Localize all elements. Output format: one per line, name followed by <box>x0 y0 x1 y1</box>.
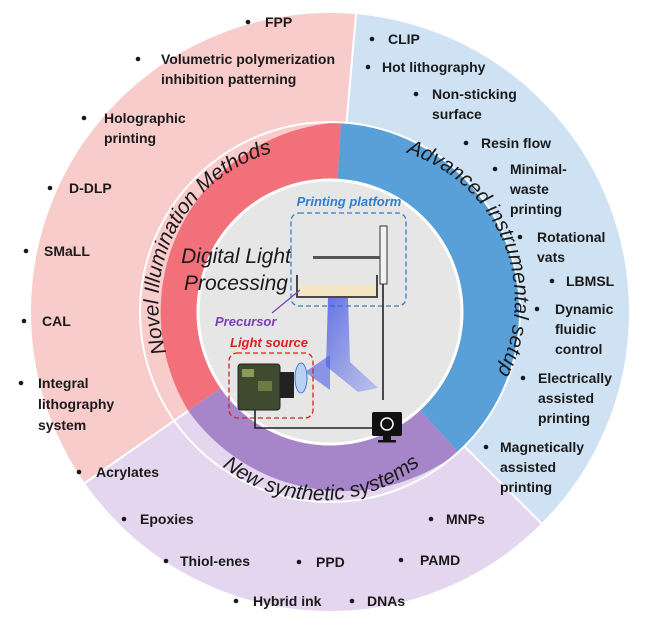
center-title-line1: Digital Light <box>181 245 292 268</box>
list-item: Holographic <box>104 110 186 126</box>
list-item: Hybrid ink <box>253 593 322 609</box>
list-item: inhibition patterning <box>161 71 296 87</box>
list-item: lithography <box>38 396 114 412</box>
center-title-line2: Processing <box>184 272 288 295</box>
list-item: fluidic <box>555 321 596 337</box>
list-item: Epoxies <box>140 511 194 527</box>
list-item: CLIP <box>388 31 420 47</box>
list-item: Thiol-enes <box>180 553 250 569</box>
list-item: MNPs <box>446 511 485 527</box>
list-item: Dynamic <box>555 301 614 317</box>
list-item: Hot lithography <box>382 59 486 75</box>
projector-icon <box>237 362 308 411</box>
printing-platform-box <box>290 212 407 307</box>
list-item: Volumetric polymerization <box>161 51 335 67</box>
light-beam <box>326 298 378 392</box>
list-item: surface <box>432 106 482 122</box>
control-wiring <box>254 284 384 429</box>
list-item: Electrically <box>538 370 612 386</box>
precursor-label: Precursor <box>215 314 277 329</box>
list-item: printing <box>500 479 552 495</box>
list-item: LBMSL <box>566 273 615 289</box>
list-item: printing <box>104 130 156 146</box>
list-item: printing <box>538 410 590 426</box>
list-item: PAMD <box>420 552 460 568</box>
list-item: SMaLL <box>44 243 90 259</box>
list-item: assisted <box>538 390 594 406</box>
computer-monitor-icon <box>372 412 402 443</box>
list-item: Acrylates <box>96 464 159 480</box>
list-item: Rotational <box>537 229 605 245</box>
list-item: waste <box>509 181 549 197</box>
list-item: Resin flow <box>481 135 551 151</box>
list-item: Non-sticking <box>432 86 517 102</box>
list-item: PPD <box>316 554 345 570</box>
list-item: vats <box>537 249 565 265</box>
list-item: D-DLP <box>69 180 112 196</box>
printing-platform-label: Printing platform <box>297 194 402 209</box>
list-item: CAL <box>42 313 71 329</box>
list-item: Magnetically <box>500 439 584 455</box>
synthetic-systems-list: Acrylates Epoxies MNPs Thiol-enes PPD PA… <box>76 464 485 609</box>
list-item: FPP <box>265 14 292 30</box>
list-item: assisted <box>500 459 556 475</box>
list-item: Minimal- <box>510 161 567 177</box>
list-item: system <box>38 417 86 433</box>
list-item: printing <box>510 201 562 217</box>
list-item: DNAs <box>367 593 405 609</box>
light-source-box <box>228 352 314 419</box>
list-item: control <box>555 341 602 357</box>
illumination-methods-list: FPP Volumetric polymerization inhibition… <box>18 14 335 433</box>
instrumental-setup-list: CLIP Hot lithography Non-sticking surfac… <box>365 31 615 495</box>
list-item: Integral <box>38 375 89 391</box>
light-source-label: Light source <box>230 335 308 350</box>
